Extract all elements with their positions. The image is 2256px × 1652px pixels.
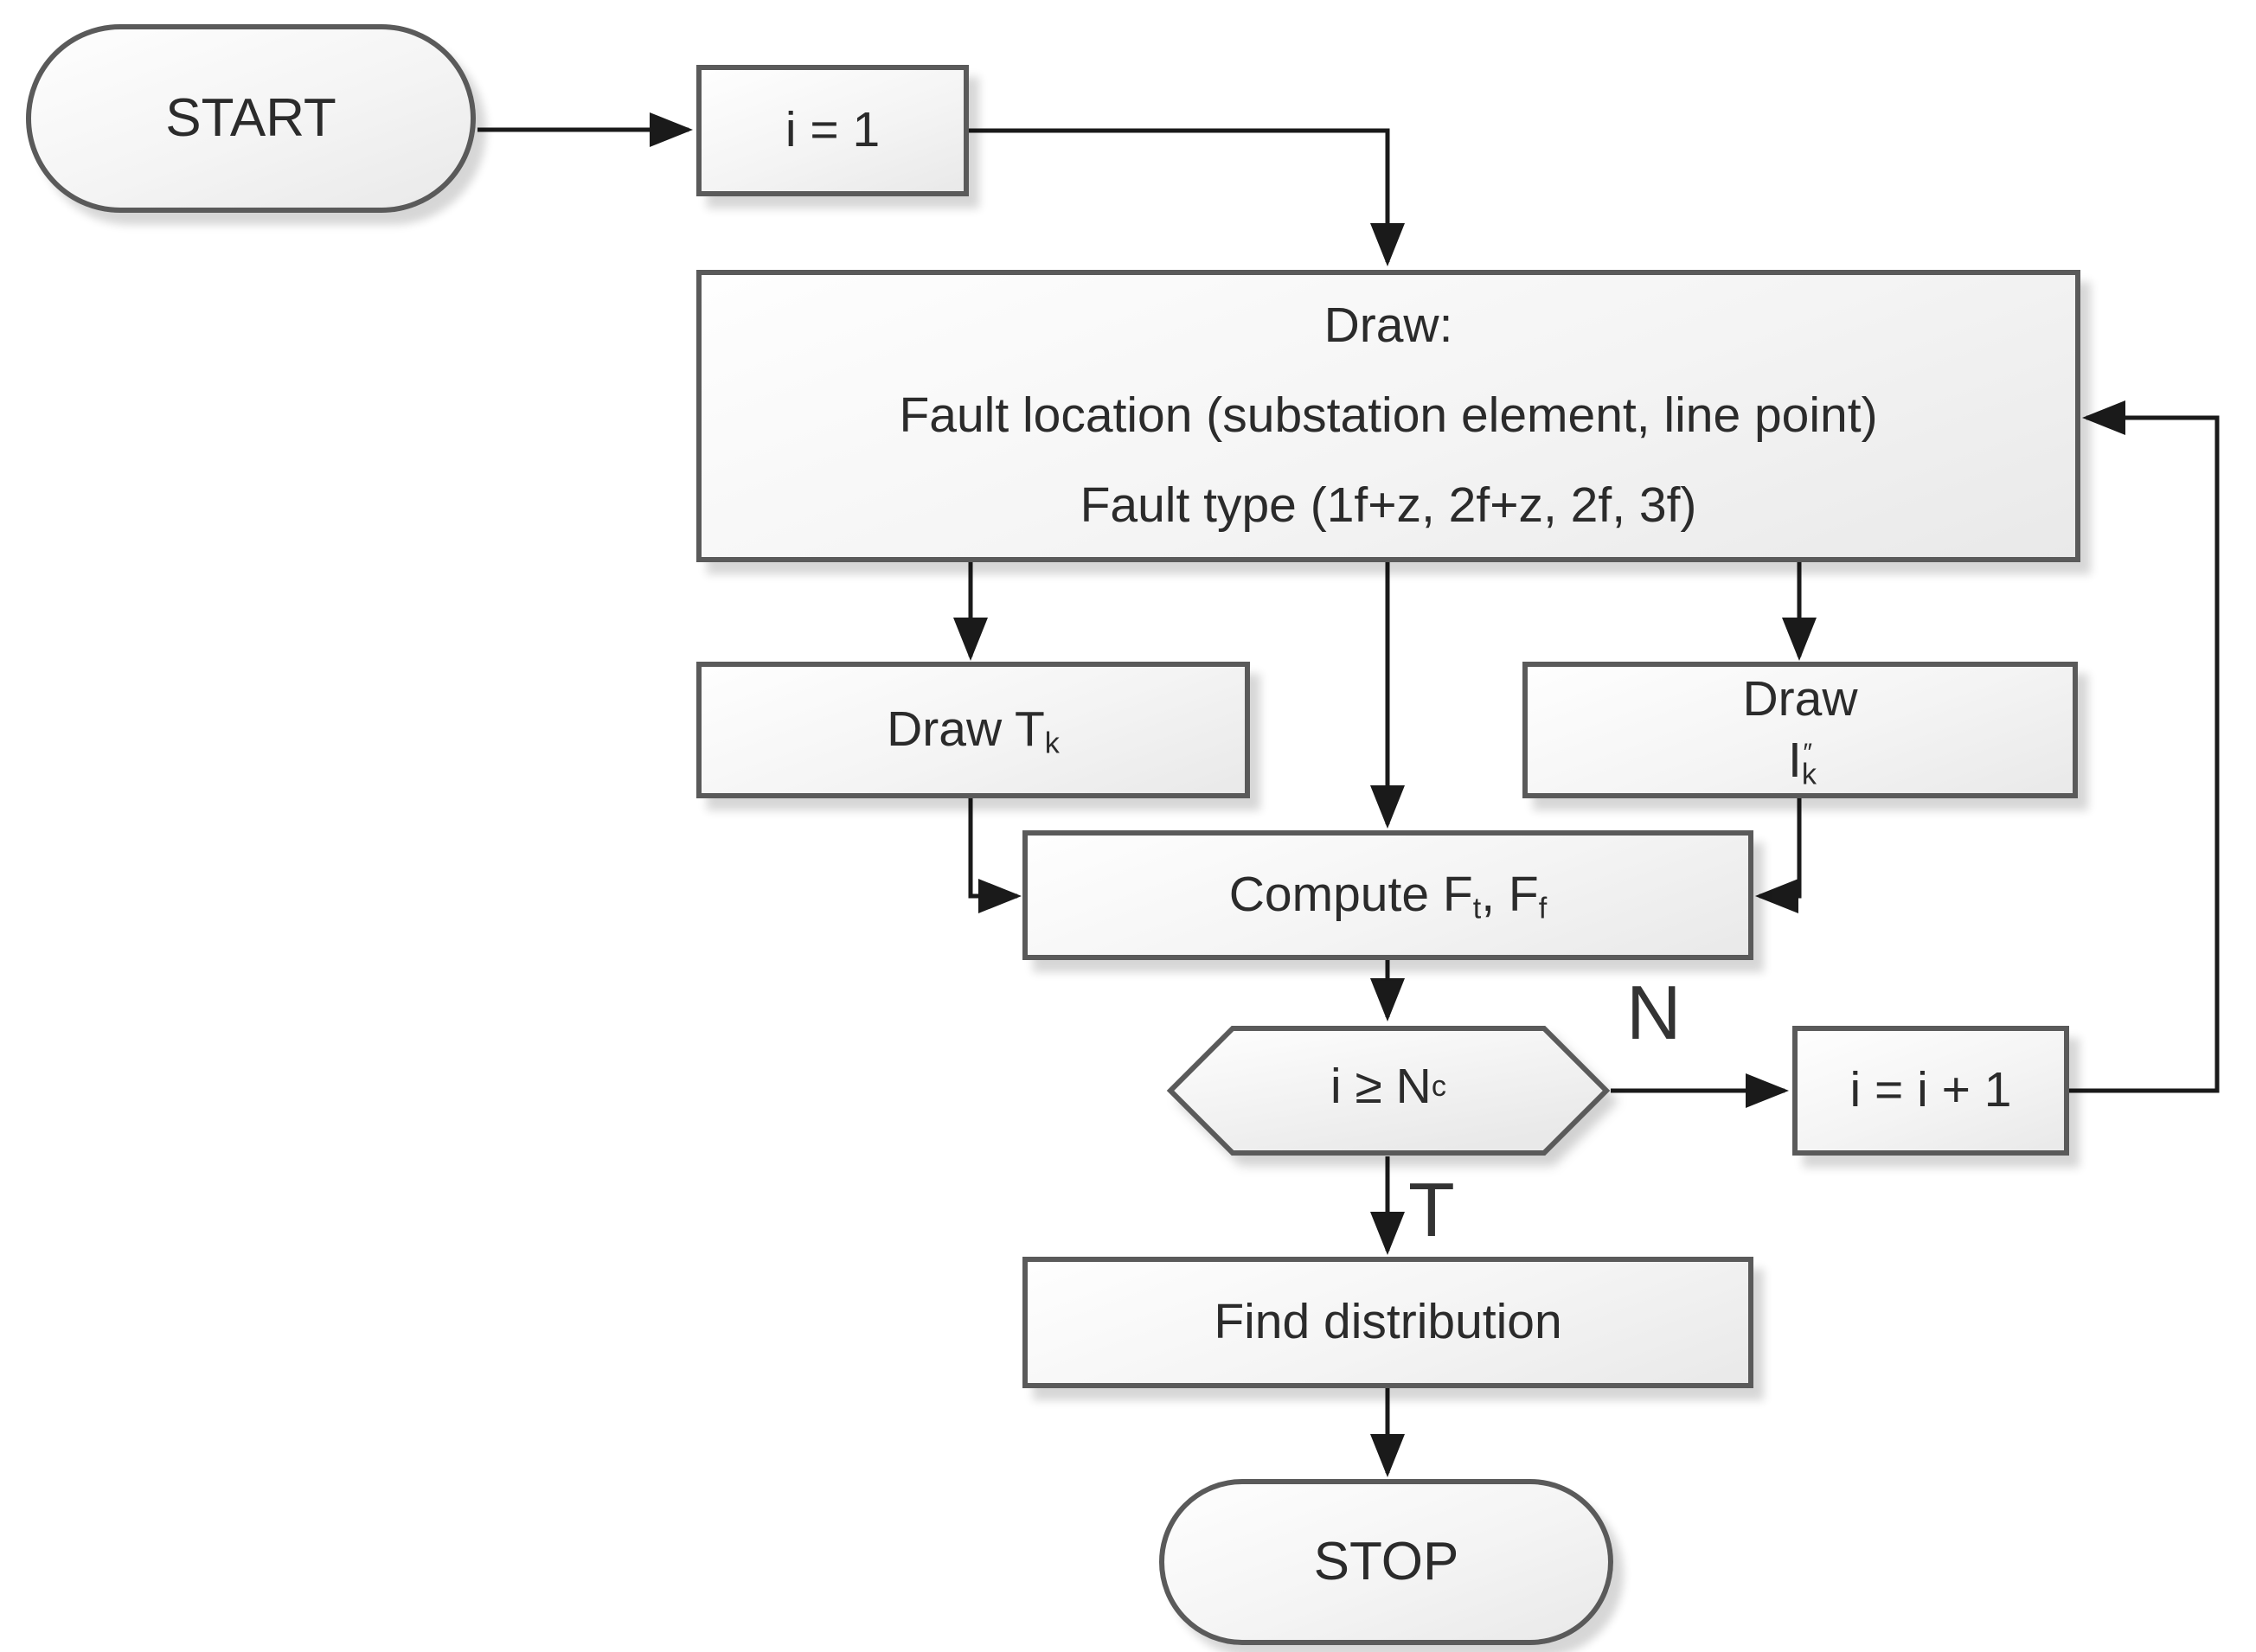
node-find-label: Find distribution	[1214, 1294, 1562, 1350]
connector-drawtk-to-compute	[968, 798, 1022, 913]
node-draw-tk: Draw Tk	[696, 662, 1250, 798]
connector-increment-loop-to-draw	[2069, 400, 2220, 1093]
node-init-label: i = 1	[785, 102, 881, 158]
edge-label-n: N	[1626, 970, 1682, 1055]
connector-drawik-to-compute	[1755, 798, 1802, 913]
node-find: Find distribution	[1022, 1257, 1753, 1388]
node-draw-line-2: Fault location (substation element, line…	[899, 387, 1878, 444]
node-start-label: START	[165, 88, 336, 149]
node-init: i = 1	[696, 65, 969, 196]
node-draw: Draw: Fault location (substation element…	[696, 270, 2080, 562]
node-draw-tk-label: Draw Tk	[887, 701, 1060, 760]
node-stop-label: STOP	[1313, 1532, 1459, 1592]
node-start: START	[26, 24, 476, 213]
node-increment-label: i = i + 1	[1849, 1062, 2012, 1118]
node-draw-ik-label: Draw Ik″	[1742, 670, 1858, 791]
node-draw-ik: Draw Ik″	[1522, 662, 2078, 798]
node-increment: i = i + 1	[1792, 1026, 2069, 1156]
node-draw-line-3: Fault type (1f+z, 2f+z, 2f, 3f)	[1080, 477, 1697, 533]
edge-label-t: T	[1408, 1167, 1455, 1252]
node-compute-label: Compute Ft, Ff	[1228, 867, 1548, 925]
node-draw-line-1: Draw:	[1323, 298, 1453, 354]
node-stop: STOP	[1159, 1479, 1613, 1645]
decision-hexagon-shape	[1166, 1026, 1611, 1156]
connector-init-to-draw	[969, 128, 1405, 266]
node-compute: Compute Ft, Ff	[1022, 830, 1753, 960]
